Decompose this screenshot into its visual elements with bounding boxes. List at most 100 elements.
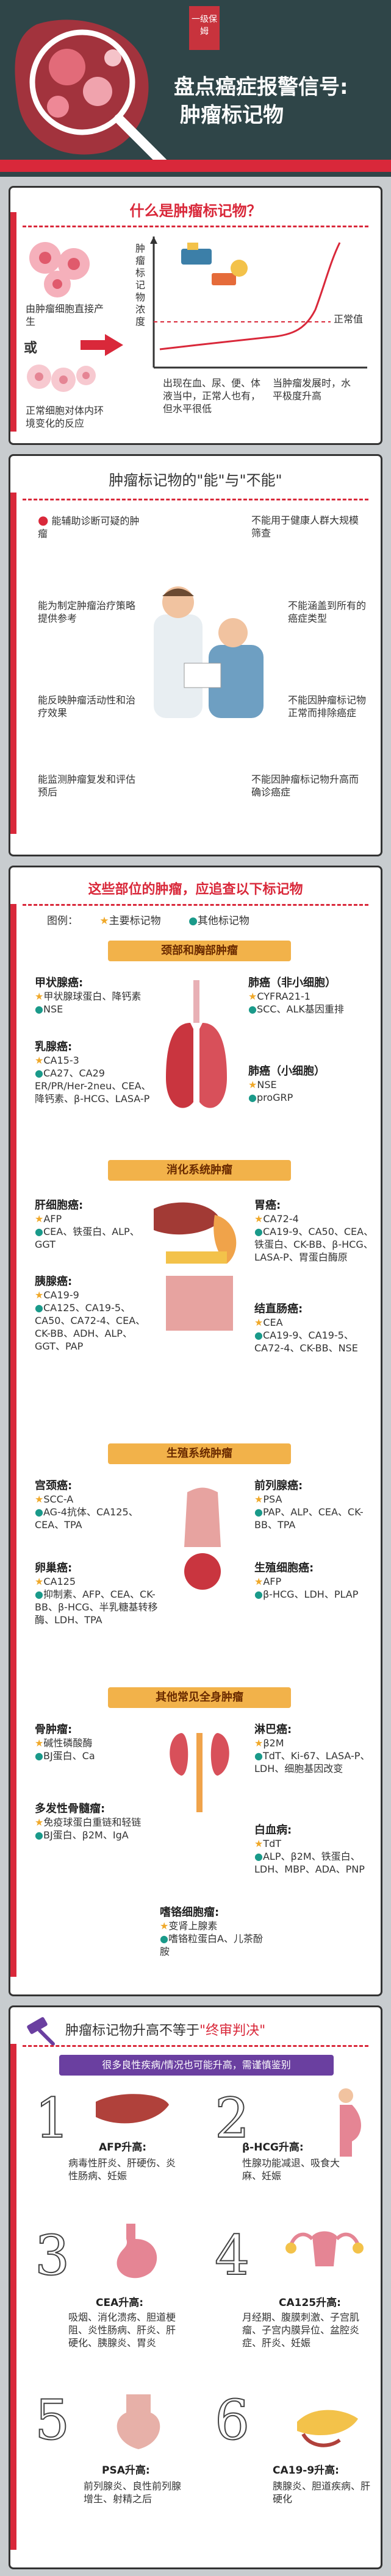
lungs-illustration bbox=[166, 980, 227, 1108]
liver-other: CEA、铁蛋白、ALP、GGT bbox=[35, 1226, 140, 1250]
block-bone: 骨肿瘤: ★碱性磷酸酶 ●BJ蛋白、Ca bbox=[35, 1721, 157, 1762]
cannot-item-3: 不能因肿瘤标记物正常而排除癌症 bbox=[288, 694, 367, 719]
tick-icon: ● bbox=[254, 1329, 263, 1341]
section-rail bbox=[10, 904, 16, 1977]
leuk-main: TdT bbox=[263, 1838, 282, 1849]
block-lung-nonsmall: 肺癌（非小细胞） ★CYFRA21-1 ●SCC、ALK基因重排 bbox=[248, 974, 376, 1016]
myeloma-main: 免疫球蛋白重链和轻链 bbox=[43, 1816, 142, 1828]
liver-title: 肝细胞癌: bbox=[35, 1199, 84, 1212]
can-item-2: 能为制定肿瘤治疗策略提供参考 bbox=[38, 599, 135, 625]
prostate-main: PSA bbox=[263, 1493, 282, 1505]
block-lung-small: 肺癌（小细胞） ★NSE ●proGRP bbox=[248, 1062, 376, 1104]
item3-number: 3 bbox=[34, 2223, 70, 2288]
block-liver: 肝细胞癌: ★AFP ●CEA、铁蛋白、ALP、GGT bbox=[35, 1197, 151, 1251]
star-icon: ★ bbox=[99, 915, 109, 927]
star-icon: ★ bbox=[254, 1213, 264, 1225]
doctor-patient-illustration bbox=[154, 586, 264, 718]
star-icon: ★ bbox=[35, 1289, 44, 1301]
ovary-main: CA125 bbox=[43, 1576, 76, 1587]
legend: 图例： ★主要标记物 ●其他标记物 bbox=[47, 915, 249, 928]
tick-icon: ● bbox=[254, 1589, 263, 1600]
ovary-title: 卵巢癌: bbox=[35, 1562, 73, 1574]
stomach-icon bbox=[117, 2224, 157, 2279]
block-cervix: 宫颈癌: ★SCC-A ●AG-4抗体、CA125、CEA、TPA bbox=[35, 1477, 157, 1531]
item4-number: 4 bbox=[214, 2223, 250, 2288]
y-axis-label: 肿瘤标记物浓度 bbox=[135, 243, 146, 327]
section-markers-by-site: 这些部位的肿瘤，应追查以下标记物 图例： ★主要标记物 ●其他标记物 颈部和胸部… bbox=[9, 866, 382, 1996]
block-thyroid: 甲状腺癌: ★甲状腺球蛋白、降钙素 ●NSE bbox=[35, 974, 157, 1016]
cannot-item-1: 不能用于健康人群大规模筛查 bbox=[251, 514, 367, 539]
or-text: 或 bbox=[24, 341, 38, 356]
prostate-title: 前列腺癌: bbox=[254, 1479, 303, 1492]
block-pheochromocytoma: 嗜铬细胞瘤: ★变肾上腺素 ●嗜铬粒蛋白A、儿茶酚胺 bbox=[160, 1904, 270, 1958]
item5-number: 5 bbox=[34, 2388, 70, 2453]
block-lymphoma: 淋巴癌: ★β2M ●TdT、Ki-67、LASA-P、LDH、细胞基因改变 bbox=[254, 1721, 376, 1775]
section-what-is: 什么是肿瘤标记物？ 由肿瘤细胞直接产生 或 正常细胞对体内环境变化的反应 肿瘤标… bbox=[9, 186, 382, 445]
item2-number: 2 bbox=[214, 2086, 250, 2151]
header-title-line2: 肿瘤标记物 bbox=[180, 103, 284, 127]
star-icon: ★ bbox=[254, 1838, 264, 1849]
pancreas-title: 胰腺癌: bbox=[35, 1275, 73, 1288]
star-icon: ★ bbox=[35, 1816, 44, 1828]
section-can-cannot: 肿瘤标记物的"能"与"不能" ● 能辅助诊断可疑的肿瘤 能为制定肿瘤治疗策略提供… bbox=[9, 454, 382, 856]
tick-icon: ● bbox=[254, 1226, 263, 1237]
pancreas-icon bbox=[297, 2410, 358, 2447]
logo-text: 一级保姆 bbox=[192, 15, 217, 37]
tick-icon: ● bbox=[254, 1750, 263, 1762]
thyroid-main: 甲状腺球蛋白、降钙素 bbox=[43, 991, 142, 1002]
lymph-other: TdT、Ki-67、LASA-P、LDH、细胞基因改变 bbox=[254, 1750, 370, 1774]
cannot-text-4: 不能因肿瘤标记物升高而确诊癌症 bbox=[251, 774, 359, 798]
divider bbox=[23, 226, 368, 227]
colon-title: 结直肠癌: bbox=[254, 1303, 303, 1315]
tick-icon: ● bbox=[35, 1067, 43, 1079]
star-icon: ★ bbox=[254, 1317, 264, 1328]
block-breast: 乳腺癌: ★CA15-3 ●CA27、CA29 ER/PR/Her-2neu、C… bbox=[35, 1038, 157, 1105]
item5-title: PSA升高: bbox=[102, 2464, 150, 2477]
normal-cells-icon bbox=[27, 365, 96, 392]
bone-title: 骨肿瘤: bbox=[35, 1723, 73, 1736]
star-icon: ★ bbox=[35, 1055, 44, 1066]
tick-icon: ● bbox=[35, 1302, 43, 1314]
cervix-main: SCC-A bbox=[43, 1493, 74, 1505]
stomach-title: 胃癌: bbox=[254, 1199, 281, 1212]
legend-other: 其他标记物 bbox=[197, 915, 249, 927]
lymph-title: 淋巴癌: bbox=[254, 1723, 292, 1736]
breast-other: CA27、CA29 ER/PR/Her-2neu、CEA、降钙素、β-HCG、L… bbox=[35, 1067, 151, 1105]
header-logo: 一级保姆 bbox=[189, 6, 220, 50]
star-icon: ★ bbox=[35, 1493, 44, 1505]
item3-title: CEA升高: bbox=[96, 2297, 144, 2309]
left-bottom-text: 正常细胞对体内环境变化的反应 bbox=[26, 405, 104, 429]
stomach-main: CA72-4 bbox=[263, 1213, 299, 1225]
can-item-3: 能反映肿瘤活动性和治疗效果 bbox=[38, 694, 142, 719]
legend-main: 主要标记物 bbox=[109, 915, 161, 927]
prostate-icon bbox=[117, 2394, 160, 2449]
germ-other: β-HCG、LDH、PLAP bbox=[262, 1589, 359, 1600]
star-icon: ★ bbox=[35, 1737, 44, 1749]
liver-icon bbox=[96, 2094, 169, 2124]
item3-text: 吸烟、消化溃疡、胆道梗阻、炎性肠病、肝炎、肝硬化、胰腺炎、胃炎 bbox=[68, 2311, 176, 2349]
leuk-title: 白血病: bbox=[254, 1824, 292, 1837]
divider bbox=[23, 2045, 368, 2047]
item1-text: 病毒性肝炎、肝硬伤、炎性肠病、妊娠 bbox=[68, 2157, 176, 2182]
tumor-cells-icon bbox=[29, 242, 90, 297]
lung2-other: proGRP bbox=[256, 1092, 293, 1103]
normal-value-label: 正常值 bbox=[334, 313, 364, 325]
lymph-main: β2M bbox=[263, 1737, 284, 1749]
cannot-text-1: 不能用于健康人群大规模筛查 bbox=[251, 514, 359, 539]
pheo-other: 嗜铬粒蛋白A、儿茶酚胺 bbox=[160, 1933, 263, 1957]
cervix-title: 宫颈癌: bbox=[35, 1479, 73, 1492]
lung1-title: 肺癌（非小细胞） bbox=[248, 977, 336, 989]
cannot-item-4: 不能因肿瘤标记物升高而确诊癌症 bbox=[251, 773, 367, 799]
star-icon: ★ bbox=[254, 1576, 264, 1587]
pheo-main: 变肾上腺素 bbox=[168, 1920, 218, 1932]
section2-title: 肿瘤标记物的"能"与"不能" bbox=[109, 472, 282, 489]
divider bbox=[23, 499, 368, 500]
item1-title: AFP升高: bbox=[99, 2141, 147, 2154]
can-text-2: 能为制定肿瘤治疗策略提供参考 bbox=[38, 600, 136, 624]
section-rail bbox=[10, 212, 16, 432]
section-not-final: 肿瘤标记物升高不等于"终审判决" 很多良性疾病/情况也可能升高，需谨慎鉴别 1 … bbox=[9, 2005, 382, 2569]
bone-other: BJ蛋白、Ca bbox=[43, 1750, 95, 1762]
cannot-text-2: 不能涵盖到所有的癌症类型 bbox=[288, 600, 367, 624]
digestive-illustration bbox=[154, 1202, 237, 1331]
liver-main: AFP bbox=[43, 1213, 62, 1225]
